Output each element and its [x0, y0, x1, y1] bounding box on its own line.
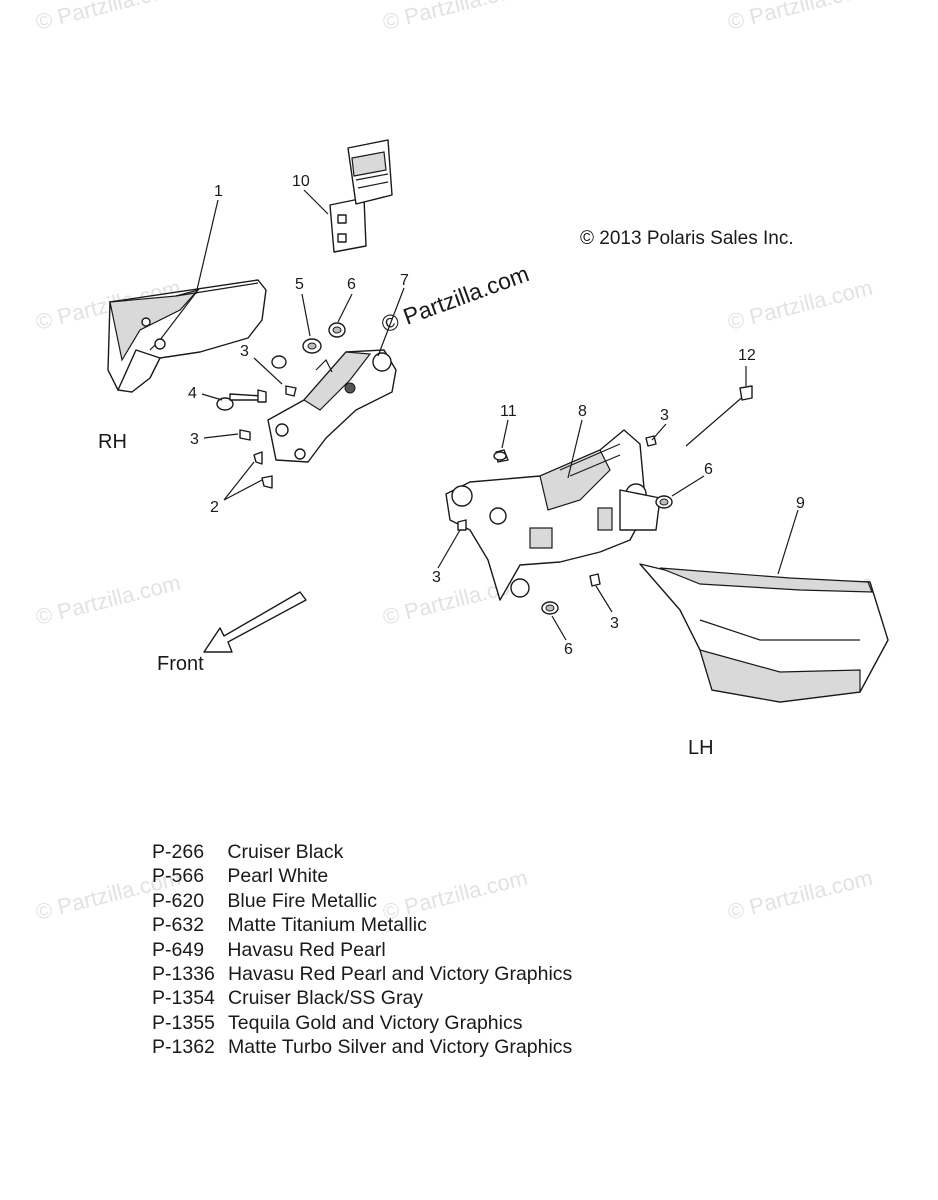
paint-code: P-566	[152, 865, 205, 888]
paint-name: Havasu Red Pearl	[227, 938, 386, 961]
paint-name: Pearl White	[227, 865, 329, 888]
paint-code: P-620	[152, 889, 205, 912]
part-1-rh-side-cover[interactable]	[107, 279, 267, 393]
copyright-notice: © 2013 Polaris Sales Inc.	[580, 228, 794, 249]
watermark-faint: © Partzilla.com	[725, 865, 875, 925]
callout-3: 3	[610, 615, 619, 632]
paint-code: P-1362	[152, 1036, 215, 1059]
callout-3: 3	[240, 343, 249, 360]
callout-6: 6	[347, 276, 356, 293]
watermark-faint: © Partzilla.com	[725, 0, 875, 35]
list-item: P-566 Pearl White	[152, 864, 572, 888]
lh-label: LH	[688, 737, 714, 759]
callout-3: 3	[432, 569, 441, 586]
callout-1: 1	[214, 183, 223, 200]
callout-5: 5	[295, 276, 304, 293]
callout-12: 12	[738, 347, 756, 364]
callout-8: 8	[578, 403, 587, 420]
paint-code: P-632	[152, 914, 205, 937]
callout-4: 4	[188, 385, 197, 402]
list-item: P-266 Cruiser Black	[152, 840, 572, 864]
list-item: P-1336 Havasu Red Pearl and Victory Graph…	[152, 962, 572, 986]
callout-2: 2	[210, 499, 219, 516]
paint-code-list: P-266 Cruiser Black P-566 Pearl White P-…	[152, 840, 572, 1060]
list-item: P-620 Blue Fire Metallic	[152, 889, 572, 913]
rh-hardware[interactable]	[216, 322, 346, 489]
callouts: 1 10 5 6 7 3 4 3 2 11 8 3 12 6 9 3 6 3	[188, 173, 805, 658]
watermark-faint: © Partzilla.com	[380, 0, 530, 35]
paint-code: P-266	[152, 841, 205, 863]
part-7-rh-bracket[interactable]	[267, 349, 397, 463]
list-item: P-632 Matte Titanium Metallic	[152, 913, 572, 937]
part-10-bracket[interactable]	[329, 139, 393, 253]
paint-code: P-1355	[152, 1011, 215, 1034]
callout-6: 6	[704, 461, 713, 478]
watermark-faint: © Partzilla.com	[33, 0, 183, 35]
paint-name: Blue Fire Metallic	[227, 889, 377, 912]
part-9-lh-side-cover[interactable]	[639, 563, 889, 703]
rh-label: RH	[98, 431, 127, 453]
callout-11: 11	[500, 403, 517, 420]
leader-lines	[195, 189, 799, 641]
list-item: P-1362 Matte Turbo Silver and Victory Gra…	[152, 1035, 572, 1059]
paint-name: Cruiser Black	[227, 841, 344, 863]
faint-watermarks: © Partzilla.com © Partzilla.com © Partzi…	[33, 0, 875, 925]
callout-6: 6	[564, 641, 573, 658]
paint-name: Tequila Gold and Victory Graphics	[228, 1011, 523, 1034]
list-item: P-1354 Cruiser Black/SS Gray	[152, 986, 572, 1010]
list-item: P-1355 Tequila Gold and Victory Graphics	[152, 1011, 572, 1035]
callout-9: 9	[796, 495, 805, 512]
callout-3: 3	[660, 407, 669, 424]
paint-code: P-1336	[152, 963, 215, 986]
part-8-lh-bracket[interactable]	[445, 429, 661, 601]
paint-name: Havasu Red Pearl and Victory Graphics	[228, 963, 573, 986]
front-arrow	[203, 591, 307, 653]
paint-name: Cruiser Black/SS Gray	[228, 987, 424, 1010]
paint-code: P-649	[152, 938, 205, 961]
paint-name: Matte Titanium Metallic	[227, 914, 427, 937]
paint-code: P-1354	[152, 987, 215, 1010]
front-label: Front	[157, 653, 204, 675]
paint-name: Matte Turbo Silver and Victory Graphics	[228, 1036, 573, 1059]
part-12-cable-tie[interactable]	[685, 385, 753, 447]
callout-10: 10	[292, 173, 310, 190]
callout-7: 7	[400, 272, 409, 289]
list-item: P-649 Havasu Red Pearl	[152, 938, 572, 962]
callout-3: 3	[190, 431, 199, 448]
watermark-faint: © Partzilla.com	[725, 275, 875, 335]
watermark-faint: © Partzilla.com	[33, 570, 183, 630]
